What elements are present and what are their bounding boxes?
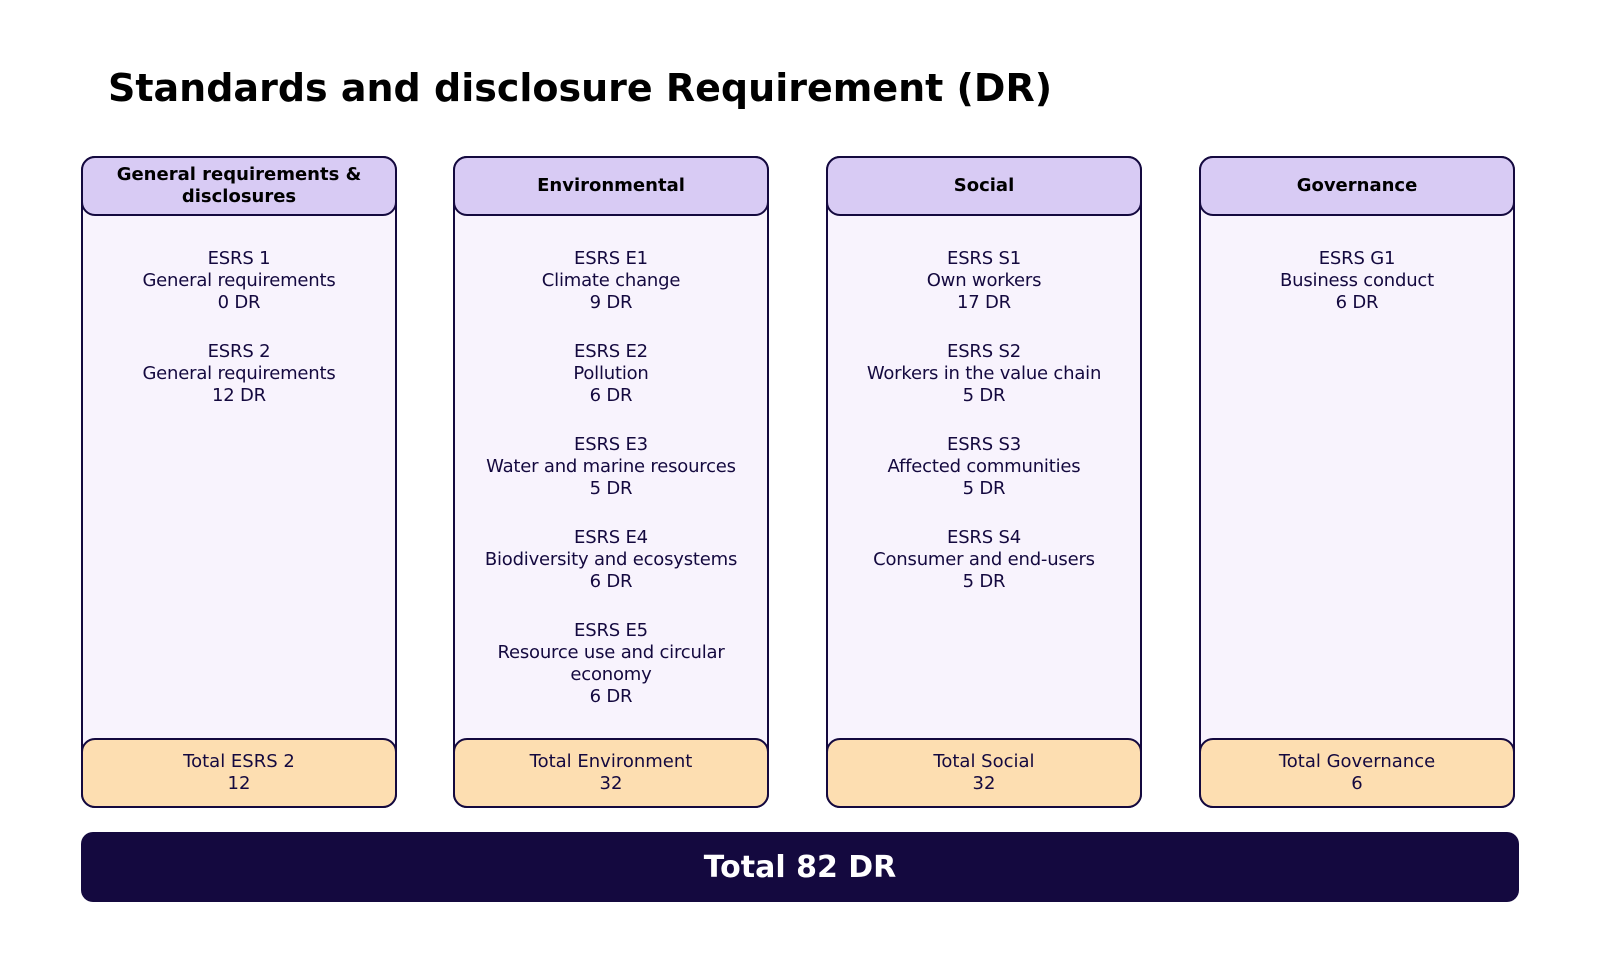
standard-count: 5 DR [589,478,633,499]
grand-total-label: Total 82 DR [703,849,897,885]
standard-name: Climate change [541,270,681,291]
standard-item: ESRS E5 Resource use and circular econom… [470,620,752,708]
standard-code: ESRS E4 [574,527,648,548]
standard-name: Water and marine resources [486,456,736,477]
standard-code: ESRS G1 [1318,248,1396,269]
total-value: 32 [599,773,623,794]
total-label: Total ESRS 2 [183,751,295,772]
standard-name: Consumer and end-users [873,549,1095,570]
column-header: Governance [1199,156,1515,216]
standard-count: 17 DR [957,292,1011,313]
standard-count: 9 DR [589,292,633,313]
column-body: ESRS 1 General requirements 0 DR ESRS 2 … [83,248,395,434]
standard-item: ESRS 1 General requirements 0 DR [136,248,341,314]
standard-count: 5 DR [962,478,1006,499]
column-header: General requirements & disclosures [81,156,397,216]
column-body: ESRS E1 Climate change 9 DR ESRS E2 Poll… [455,248,767,735]
column-body: ESRS G1 Business conduct 6 DR [1201,248,1513,341]
column-total: Total ESRS 2 12 [81,738,397,808]
standard-name: Workers in the value chain [866,363,1102,384]
standard-code: ESRS E3 [574,434,648,455]
standard-item: ESRS S1 Own workers 17 DR [921,248,1048,314]
standard-item: ESRS E1 Climate change 9 DR [536,248,686,314]
standard-name: Business conduct [1279,270,1434,291]
standard-code: ESRS S3 [947,434,1021,455]
standard-count: 6 DR [589,686,633,707]
standard-code: ESRS E2 [574,341,648,362]
standard-count: 0 DR [217,292,261,313]
column-header: Social [826,156,1142,216]
standard-count: 5 DR [962,385,1006,406]
column-environmental: Environmental ESRS E1 Climate change 9 D… [453,156,769,808]
standard-count: 12 DR [211,385,266,406]
standard-item: ESRS E3 Water and marine resources 5 DR [480,434,742,500]
standard-item: ESRS S2 Workers in the value chain 5 DR [861,341,1107,407]
column-social: Social ESRS S1 Own workers 17 DR ESRS S2… [826,156,1142,808]
column-body: ESRS S1 Own workers 17 DR ESRS S2 Worker… [828,248,1140,620]
total-label: Total Social [933,751,1035,772]
standard-code: ESRS S4 [947,527,1021,548]
standard-name: Biodiversity and ecosystems [484,549,738,570]
standard-code: ESRS S1 [947,248,1021,269]
standard-code: ESRS S2 [947,341,1021,362]
standard-name: Own workers [926,270,1042,291]
standard-item: ESRS G1 Business conduct 6 DR [1274,248,1440,314]
standard-item: ESRS S3 Affected communities 5 DR [882,434,1087,500]
standard-item: ESRS E2 Pollution 6 DR [567,341,654,407]
column-general: General requirements & disclosures ESRS … [81,156,397,808]
standard-name: General requirements [142,363,336,384]
total-label: Total Governance [1278,751,1436,772]
standard-item: ESRS E4 Biodiversity and ecosystems 6 DR [479,527,743,593]
column-total: Total Governance 6 [1199,738,1515,808]
total-label: Total Environment [529,751,693,772]
standard-name: General requirements [142,270,336,291]
column-total: Total Social 32 [826,738,1142,808]
column-total: Total Environment 32 [453,738,769,808]
standard-item: ESRS 2 General requirements 12 DR [136,341,341,407]
total-value: 32 [972,773,996,794]
page-title: Standards and disclosure Requirement (DR… [108,66,1053,110]
standard-count: 6 DR [589,571,633,592]
standard-code: ESRS E5 [574,620,648,641]
standard-item: ESRS S4 Consumer and end-users 5 DR [867,527,1101,593]
standard-name: Pollution [573,363,649,384]
standard-name: Affected communities [887,456,1081,477]
grand-total-bar: Total 82 DR [81,832,1519,902]
total-value: 6 [1351,773,1363,794]
column-governance: Governance ESRS G1 Business conduct 6 DR… [1199,156,1515,808]
standard-code: ESRS E1 [574,248,648,269]
standard-count: 6 DR [589,385,633,406]
column-header: Environmental [453,156,769,216]
total-value: 12 [227,773,251,794]
standard-code: ESRS 1 [207,248,271,269]
standard-name: Resource use and circular economy [497,642,725,685]
standard-code: ESRS 2 [207,341,271,362]
standard-count: 6 DR [1335,292,1379,313]
standard-count: 5 DR [962,571,1006,592]
